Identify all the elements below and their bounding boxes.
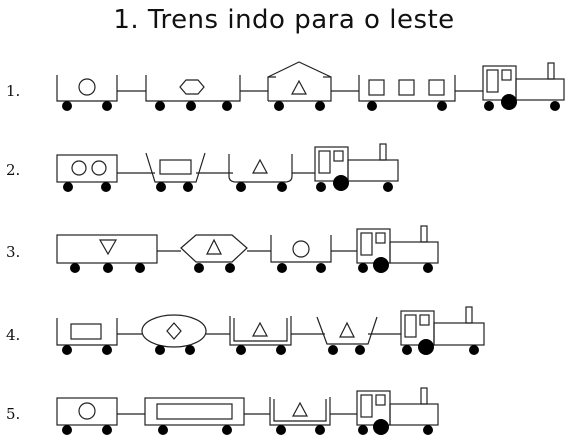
car-trapezoid-rectangle — [145, 152, 206, 192]
car-closed-two-circles — [56, 154, 118, 192]
car-open-triangle — [229, 316, 292, 355]
row-label-1: 1. — [6, 82, 21, 100]
locomotive — [356, 387, 439, 435]
car-long-closed-down-triangle — [56, 234, 158, 273]
train-row-3 — [56, 225, 439, 273]
car-open-circle — [56, 75, 118, 111]
locomotive — [314, 143, 399, 192]
row-label-4: 4. — [6, 326, 21, 344]
car-hexagon-triangle — [180, 234, 248, 273]
car-open-hexagon — [145, 75, 241, 111]
car-squares-3 — [358, 75, 456, 111]
page-title: 1. Trens indo para o leste — [113, 5, 455, 35]
car-roof-triangle — [267, 61, 332, 111]
car-open-circle — [270, 235, 332, 273]
car-bucket-triangle — [228, 154, 293, 192]
locomotive — [400, 306, 485, 355]
train-row-1 — [56, 61, 565, 111]
car-long-closed-rectangle — [144, 397, 245, 435]
train-row-4 — [56, 306, 485, 355]
row-label-3: 3. — [6, 243, 21, 261]
train-row-5 — [56, 387, 439, 435]
car-trapezoid-triangle — [316, 316, 378, 355]
car-open-rectangle — [56, 318, 118, 355]
locomotive — [482, 62, 565, 111]
row-label-5: 5. — [6, 405, 21, 423]
row-label-2: 2. — [6, 161, 21, 179]
locomotive — [356, 225, 439, 273]
train-row-2 — [56, 143, 399, 192]
car-open-triangle — [269, 397, 331, 435]
car-closed-circle — [56, 397, 118, 435]
car-ellipse-diamond — [141, 314, 207, 355]
